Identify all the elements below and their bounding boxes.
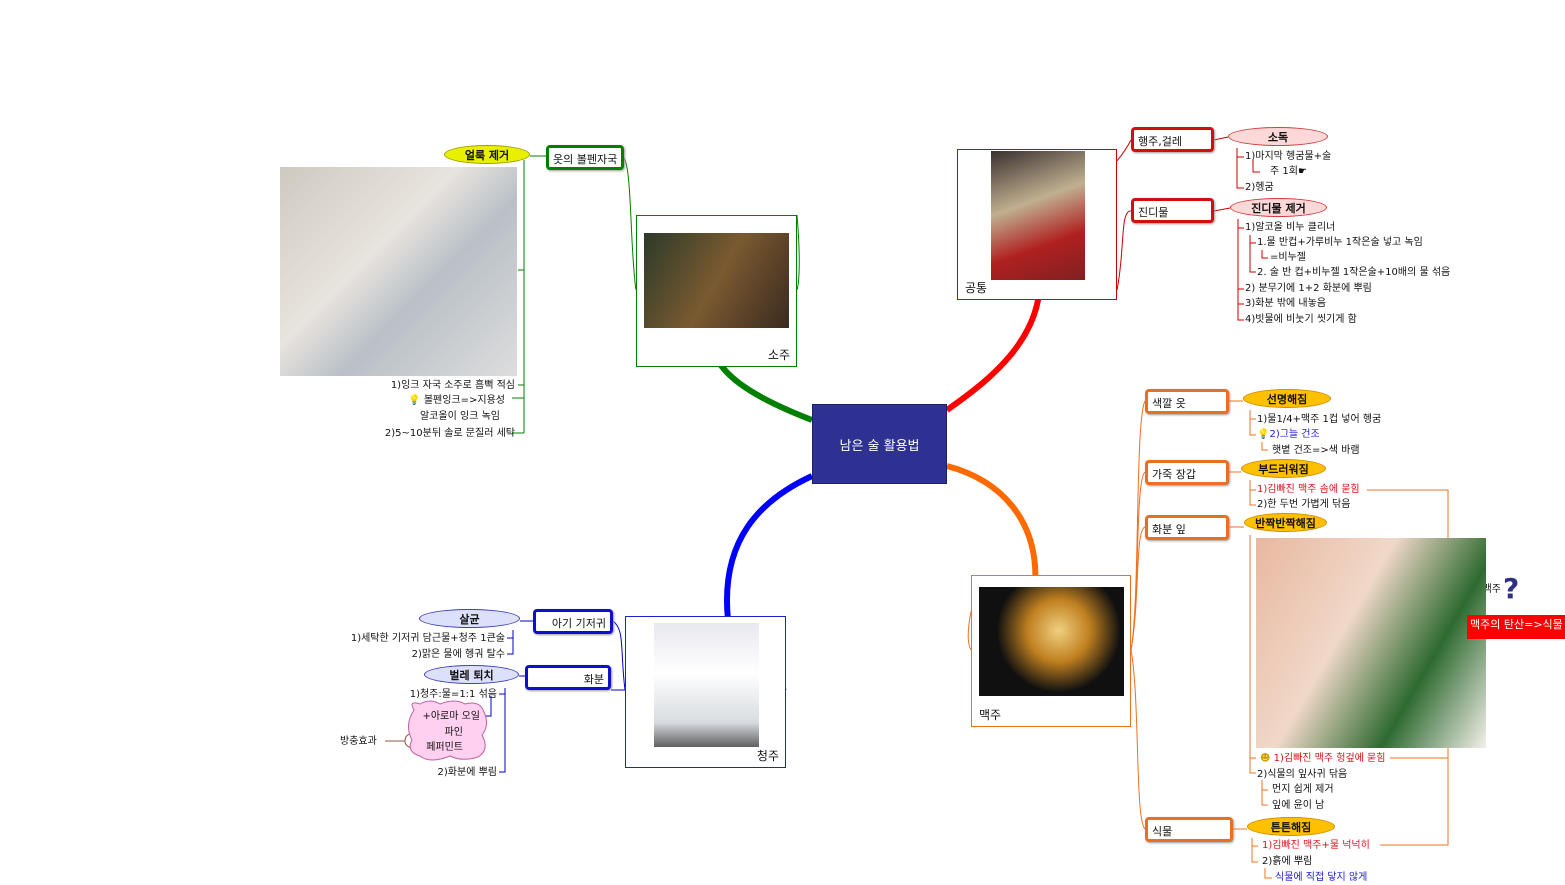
common-t2-line-3: =비누젤 (1270, 252, 1306, 263)
beer-t4-line-3: 식물에 직접 닿지 않게 (1275, 872, 1368, 883)
topic-plant-leaves[interactable]: 화분 잎 (1145, 515, 1229, 540)
cheongju-t2-line-4: 페퍼민트 (426, 742, 463, 753)
common-t1-line-1: 1)마지막 헹굼물+술 (1245, 151, 1332, 162)
common-label: 공통 (965, 281, 988, 295)
soju-label: 소주 (767, 348, 790, 362)
soju-line-1: 1)잉크 자국 소주로 흠뻑 적심 (390, 380, 515, 391)
beer-t3-line-1-text: 1)김빠진 맥주 헝겊에 묻힘 (1273, 753, 1386, 764)
soju-photo (644, 233, 789, 328)
beer-label: 맥주 (979, 708, 1002, 722)
tag-sterilize[interactable]: 살균 (419, 609, 520, 628)
common-photo (991, 151, 1085, 280)
lightbulb-icon: 💡 (1257, 429, 1270, 440)
tag-stain-removal[interactable]: 얼룩 제거 (444, 145, 530, 164)
common-t2-line-6: 3)화분 밖에 내놓음 (1245, 298, 1327, 309)
beer-t2-line-1: 1)김빠진 맥주 솜에 묻힘 (1257, 484, 1360, 495)
beer-t2-line-2: 2)한 두번 가볍게 닦음 (1257, 499, 1351, 510)
cheongju-label: 청주 (756, 749, 779, 763)
soju-line-4: 2)5~10분뒤 솔로 문질러 세탁 (384, 428, 515, 439)
node-beer[interactable]: 맥주 (971, 575, 1131, 727)
topic-aphid[interactable]: 진디물 (1131, 198, 1214, 223)
tag-pest-control[interactable]: 벌레 퇴치 (424, 665, 519, 684)
topic-dishcloth[interactable]: 행주,걸레 (1131, 127, 1214, 152)
beer-t1-line-2-text: 2)그늘 건조 (1269, 429, 1320, 440)
topic-pen-stain[interactable]: 옷의 볼펜자국 (546, 145, 624, 170)
cheongju-t1-line-1: 1)세탁한 기저귀 담근물+청주 1큰술 (350, 633, 505, 644)
cheongju-t2-line-5: 2)화분에 뿌림 (437, 767, 497, 778)
beer-callout: 맥주의 탄산=>식물 (1467, 615, 1565, 639)
beer-t3-line-3: 먼지 쉽게 제거 (1272, 784, 1334, 795)
topic-flowerpot[interactable]: 화분 (525, 665, 611, 690)
soju-line-2: 💡 볼펜잉크=>지용성 (408, 394, 505, 407)
beer-t1-line-2: 💡2)그늘 건조 (1257, 428, 1320, 441)
node-common[interactable]: 공통 (957, 149, 1117, 300)
beer-photo (979, 587, 1124, 696)
cheongju-t2-line-1: 1)청주:물=1:1 섞음 (409, 689, 497, 700)
lightbulb-icon: 💡 (408, 395, 421, 406)
common-t1-line-3: 2)헹굼 (1245, 182, 1274, 193)
beer-t3-line-4: 잎에 윤이 남 (1272, 800, 1325, 811)
common-t2-line-5: 2) 분무기에 1+2 화분에 뿌림 (1245, 283, 1372, 294)
common-t2-line-2: 1.물 반컵+가루비누 1작은술 넣고 녹임 (1257, 237, 1423, 248)
central-topic[interactable]: 남은 술 활용법 (812, 404, 947, 484)
tag-disinfect[interactable]: 소독 (1228, 127, 1328, 146)
cheongju-t2-line-3: 파인 (444, 727, 463, 738)
tag-sturdy[interactable]: 튼튼해짐 (1247, 817, 1335, 836)
node-cheongju[interactable]: 청주 (625, 616, 786, 768)
common-t1-line-2: 주 1회☛ (1270, 165, 1307, 178)
topic-plants[interactable]: 식물 (1145, 817, 1233, 842)
topic-baby-diaper[interactable]: 아기 기저귀 (533, 609, 613, 634)
beer-t1-line-3: 햇볕 건조=>색 바램 (1272, 445, 1360, 456)
node-soju[interactable]: 소주 (636, 215, 797, 367)
soju-line-3: 알코올이 잉크 녹임 (420, 411, 500, 422)
tag-vivid[interactable]: 선명해짐 (1243, 389, 1331, 408)
hand-pointer-icon: ☛ (1297, 166, 1307, 177)
cheongju-t2-line-2: +아로마 오일 (422, 711, 480, 722)
beer-t3-line-2: 2)식물의 잎사귀 닦음 (1257, 769, 1348, 780)
beer-note-partial: 맥주 (1486, 584, 1501, 595)
cheongju-photo (654, 623, 759, 747)
smiley-icon: ☻ (1260, 753, 1271, 764)
common-t2-line-7: 4)빗물에 비눗기 씻기게 함 (1245, 314, 1357, 325)
common-t1-line-2-text: 주 1회 (1270, 166, 1298, 177)
cheongju-t1-line-2: 2)맑은 물에 헹궈 탈수 (411, 649, 505, 660)
question-mark-icon: ? (1503, 572, 1520, 605)
beer-t4-line-2: 2)흙에 뿌림 (1262, 856, 1313, 867)
beer-t3-line-1: ☻ 1)김빠진 맥주 헝겊에 묻힘 (1260, 752, 1385, 765)
soju-line-2-text: 볼펜잉크=>지용성 (423, 395, 505, 406)
common-t2-line-1: 1)알코올 비누 클리너 (1245, 222, 1336, 233)
tag-softened[interactable]: 부드러워짐 (1241, 459, 1326, 478)
cheongju-effect: 방충효과 (340, 736, 377, 747)
beer-t1-line-1: 1)물1/4+맥주 1컵 넣어 헹굼 (1257, 414, 1382, 425)
tag-aphid-removal[interactable]: 진디물 제거 (1230, 198, 1327, 217)
tag-shiny[interactable]: 반짝반짝해짐 (1244, 513, 1327, 532)
soju-ink-photo (280, 167, 517, 376)
topic-leather-gloves[interactable]: 가죽 장갑 (1145, 460, 1229, 485)
topic-colored-clothes[interactable]: 색깔 옷 (1145, 389, 1229, 414)
beer-t4-line-1: 1)김빠진 맥주+물 넉넉히 (1262, 840, 1370, 851)
plant-leaf-photo (1256, 538, 1486, 748)
common-t2-line-4: 2. 술 반 컵+비누젤 1작은술+10배의 물 섞음 (1257, 267, 1451, 278)
